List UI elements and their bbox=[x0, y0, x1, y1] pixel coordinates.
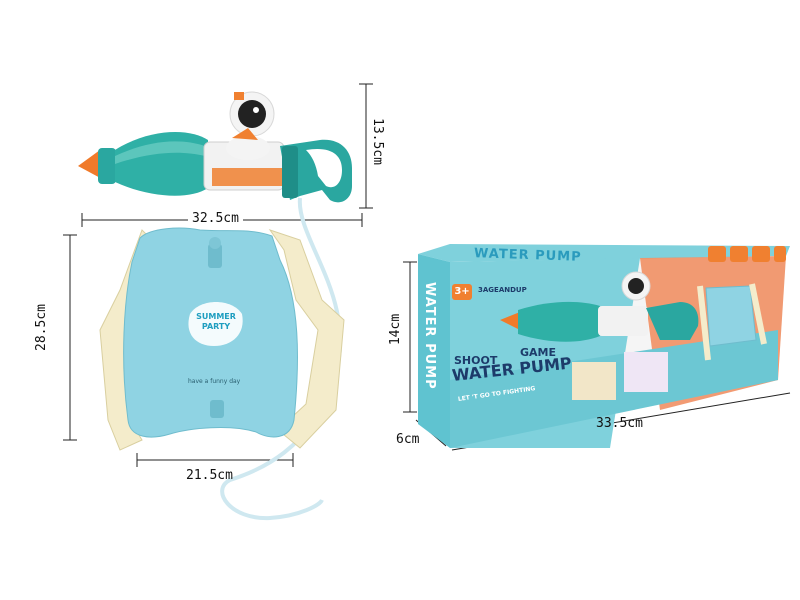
age-text: 3AGEANDUP bbox=[478, 286, 527, 294]
bag-width-label: 21.5cm bbox=[186, 468, 233, 483]
box-game-text: GAME bbox=[520, 346, 557, 359]
gun-height-label: 13.5cm bbox=[370, 118, 385, 165]
box-side-title: WATER PUMP bbox=[422, 282, 437, 390]
bag-logo-line1: SUMMER bbox=[196, 312, 236, 321]
water-gun bbox=[78, 91, 352, 203]
hose bbox=[220, 197, 343, 521]
gun-length-label: 32.5cm bbox=[188, 211, 243, 226]
age-badge: 3+ bbox=[452, 284, 472, 300]
box-depth-label: 6cm bbox=[396, 432, 420, 447]
bag-tagline: have a funny day bbox=[188, 378, 241, 385]
box-length-label: 33.5cm bbox=[596, 416, 643, 431]
package-box bbox=[418, 244, 790, 448]
bag-height-label: 28.5cm bbox=[33, 304, 49, 351]
water-bag bbox=[99, 227, 345, 451]
bag-logo-line2: PARTY bbox=[201, 322, 231, 331]
box-shoot-text: SHOOT bbox=[454, 354, 498, 367]
bag-logo: SUMMER PARTY bbox=[190, 312, 242, 332]
box-height-label: 14cm bbox=[388, 313, 404, 346]
